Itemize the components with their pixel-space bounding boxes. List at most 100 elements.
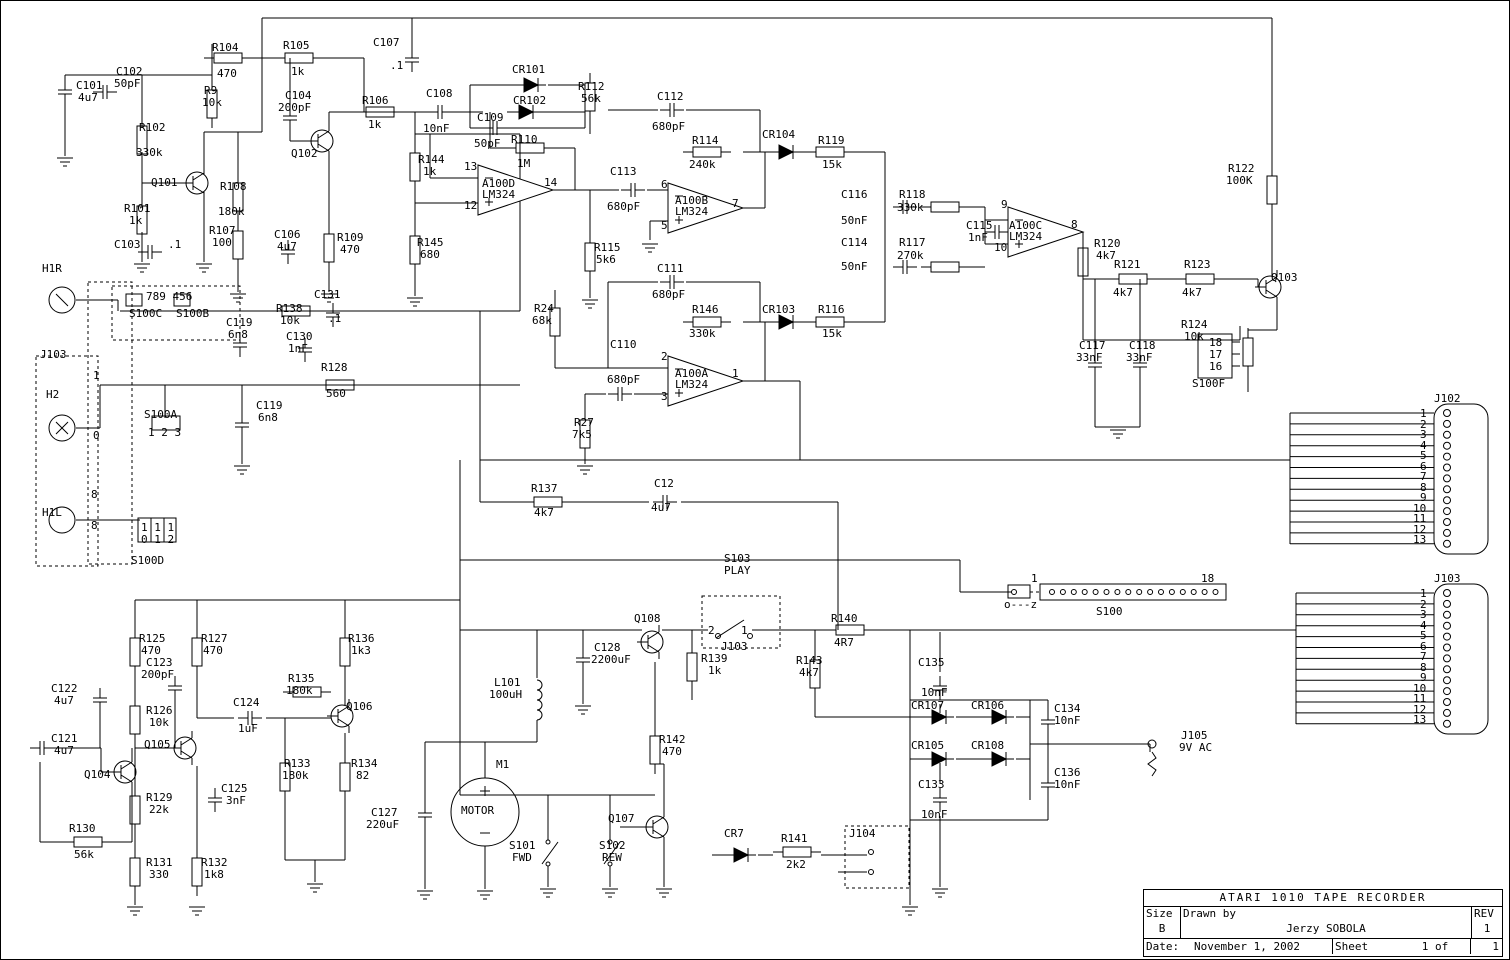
label-c112: C112 <box>657 90 684 103</box>
label-c133: C133 <box>918 778 945 791</box>
label-10: 10 <box>1413 502 1427 515</box>
label-789-456: 789 456 <box>146 290 193 303</box>
label-330k: 330k <box>897 201 924 214</box>
rev-cell: REV 1 <box>1471 907 1502 938</box>
label-470: 470 <box>203 644 223 657</box>
title-block-mid-row: Size B Drawn by Jerzy SOBOLA REV 1 <box>1144 906 1502 938</box>
label-r105: R105 <box>283 39 310 52</box>
label-cr102: CR102 <box>513 94 547 107</box>
label-8: 8 <box>91 519 98 532</box>
label-270k: 270k <box>897 249 924 262</box>
label-rew: REW <box>602 851 622 864</box>
label-560: 560 <box>326 387 346 400</box>
label-4k7: 4k7 <box>799 666 819 679</box>
label-j103: J103 <box>40 348 67 361</box>
rev-value: 1 <box>1483 922 1491 935</box>
label-1: .1 <box>168 238 182 251</box>
label-15k: 15k <box>822 327 842 340</box>
label-17: 17 <box>1209 348 1223 361</box>
label-50pf: 50pF <box>474 137 501 150</box>
label-r144: R144 <box>418 153 445 166</box>
label-3nf: 3nF <box>226 794 246 807</box>
label-1uf: 1uF <box>238 722 258 735</box>
label-1-2-3: 1 2 3 <box>148 426 182 439</box>
label-q107: Q107 <box>608 812 635 825</box>
label-c136: C136 <box>1054 766 1081 779</box>
title-block-bottom-row: Date: November 1, 2002 Sheet 1 of 1 <box>1144 938 1502 954</box>
label-4k7: 4k7 <box>1096 249 1116 262</box>
label-9v-ac: 9V AC <box>1179 741 1213 754</box>
label-r133: R133 <box>284 757 311 770</box>
label-r124: R124 <box>1181 318 1208 331</box>
label-13: 13 <box>1413 713 1427 726</box>
label-10nf: 10nF <box>1054 778 1081 791</box>
label-r9: R9 <box>204 84 218 97</box>
label-r145: R145 <box>417 236 444 249</box>
label-r137: R137 <box>531 482 558 495</box>
label-r138: R138 <box>276 302 303 315</box>
label-9: 9 <box>1001 198 1008 211</box>
label-c109: C109 <box>477 111 504 124</box>
label-c124: C124 <box>233 696 260 709</box>
label-r104: R104 <box>212 41 239 54</box>
label-play: PLAY <box>724 564 751 577</box>
label-r24: R24 <box>534 302 554 315</box>
label-s100c: S100C <box>129 307 163 320</box>
label-10: 10 <box>994 241 1008 254</box>
title-block: ATARI 1010 TAPE RECORDER Size B Drawn by… <box>1143 889 1503 957</box>
label-15k: 15k <box>822 158 842 171</box>
label-1k: 1k <box>291 65 305 78</box>
label-c118: C118 <box>1129 339 1156 352</box>
label-r115: R115 <box>594 241 621 254</box>
label-5: 5 <box>1420 449 1427 462</box>
label-q102: Q102 <box>291 147 318 160</box>
label-c123: C123 <box>146 656 173 669</box>
label-r129: R129 <box>146 791 173 804</box>
label-l101: L101 <box>494 676 521 689</box>
label-c106: C106 <box>274 228 301 241</box>
label-13: 13 <box>1413 533 1427 546</box>
label-r118: R118 <box>899 188 926 201</box>
label-fwd: FWD <box>512 851 532 864</box>
label-4k7: 4k7 <box>1113 286 1133 299</box>
label-6: 6 <box>1420 460 1427 473</box>
label-33nf: 33nF <box>1076 351 1103 364</box>
label-cr105: CR105 <box>911 739 945 752</box>
label-cr101: CR101 <box>512 63 546 76</box>
label-r139: R139 <box>701 652 728 665</box>
label-1k: 1k <box>708 664 722 677</box>
label-1k: 1k <box>368 118 382 131</box>
label-motor: MOTOR <box>461 804 495 817</box>
size-label: Size <box>1146 907 1173 920</box>
label-22k: 22k <box>149 803 169 816</box>
label-r134: R134 <box>351 757 378 770</box>
label-1: 1 <box>1420 587 1427 600</box>
drawn-by-cell: Drawn by Jerzy SOBOLA <box>1181 907 1471 938</box>
label-4: 4 <box>1420 439 1427 452</box>
label-200pf: 200pF <box>141 668 175 681</box>
label-1k3: 1k3 <box>351 644 371 657</box>
label-4k7: 4k7 <box>534 506 554 519</box>
label-11: 11 <box>1413 512 1427 525</box>
label-100k: 100K <box>1226 174 1253 187</box>
label-1nf: 1nF <box>288 342 308 355</box>
date-value: November 1, 2002 <box>1194 940 1300 953</box>
label-2: 2 <box>708 624 715 637</box>
label-r101: R101 <box>124 202 151 215</box>
label-7: 7 <box>1420 650 1427 663</box>
label-r122: R122 <box>1228 162 1255 175</box>
label-r112: R112 <box>578 80 605 93</box>
label-12: 12 <box>1413 703 1427 716</box>
label-r127: R127 <box>201 632 228 645</box>
label-c102: C102 <box>116 65 143 78</box>
label-8: 8 <box>1420 661 1427 674</box>
label-cr107: CR107 <box>911 699 945 712</box>
label-c135: C135 <box>918 656 945 669</box>
label-82: 82 <box>356 769 370 782</box>
label-10: 10 <box>1413 682 1427 695</box>
label-a100b: A100B <box>675 194 709 207</box>
label-470: 470 <box>217 67 237 80</box>
label-680pf: 680pF <box>607 373 641 386</box>
